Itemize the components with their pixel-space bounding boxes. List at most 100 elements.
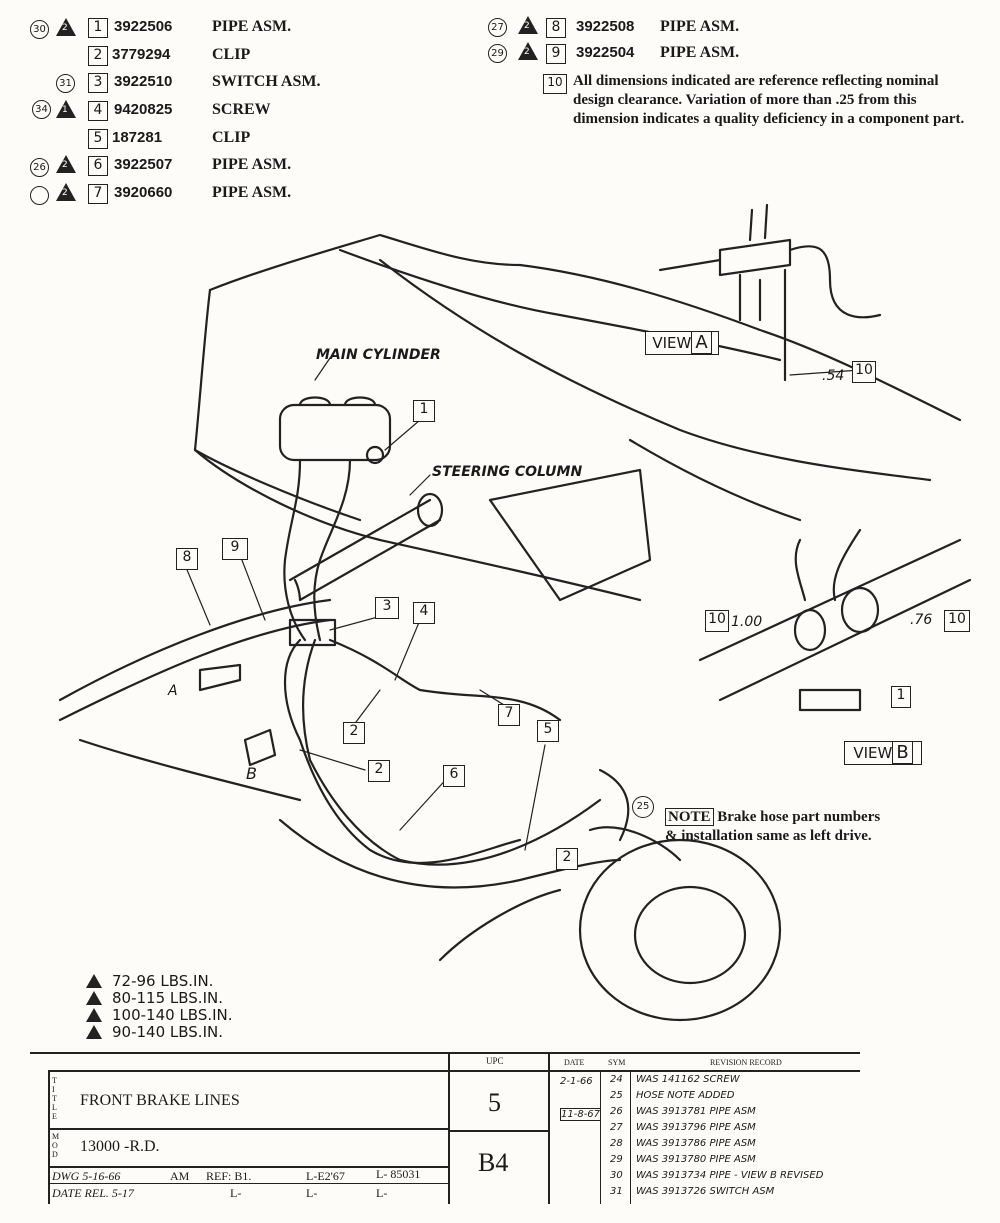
revision-sym: 25 bbox=[610, 1090, 623, 1101]
dash-line bbox=[378, 258, 932, 482]
torque-triangle-icon bbox=[86, 991, 102, 1005]
part-number: 3922506 bbox=[114, 18, 173, 35]
torque-triangle-icon bbox=[86, 1025, 102, 1039]
ref: REF: B1. bbox=[206, 1169, 252, 1183]
wheel bbox=[578, 838, 782, 1022]
bracket-b-label: B bbox=[246, 764, 257, 783]
date-label: DATE bbox=[564, 1058, 585, 1067]
dwg-date: DWG 5-16-66 bbox=[52, 1169, 121, 1183]
part-name: SCREW bbox=[212, 101, 271, 118]
torque-triangle-icon: 1 bbox=[56, 100, 76, 118]
part-name: PIPE ASM. bbox=[660, 18, 740, 35]
ref-circle: 25 bbox=[632, 796, 654, 818]
sym-label: SYM bbox=[608, 1058, 626, 1067]
steering-column bbox=[288, 498, 442, 602]
brake-pipe bbox=[284, 638, 522, 865]
torque-triangle-icon: 2 bbox=[56, 155, 76, 173]
revision-text: WAS 3913734 PIPE - VIEW B REVISED bbox=[636, 1170, 824, 1181]
revision-sym: 31 bbox=[610, 1186, 623, 1197]
item-box: 7 bbox=[88, 184, 108, 204]
dimension-54: .54 bbox=[822, 368, 845, 384]
bracket-b bbox=[243, 728, 277, 767]
hose-note: NOTE Brake hose part numbers & installat… bbox=[665, 808, 880, 846]
bracket-a bbox=[198, 663, 242, 692]
reference-note: All dimensions indicated are reference r… bbox=[573, 73, 965, 127]
brake-pipe bbox=[313, 458, 352, 642]
revision-date: 11-8-67 bbox=[560, 1108, 602, 1121]
item-box: 8 bbox=[546, 18, 566, 38]
callout-box: 1 bbox=[891, 686, 911, 708]
torque-triangle-icon: 2 bbox=[518, 16, 538, 34]
callout-box: 9 bbox=[222, 538, 248, 560]
revision-sym: 26 bbox=[610, 1106, 623, 1117]
torque-triangle-icon bbox=[86, 974, 102, 988]
view-a-detail bbox=[658, 203, 882, 382]
l-number-5: L- bbox=[376, 1186, 388, 1200]
revision-sym: 30 bbox=[610, 1170, 623, 1181]
part-name: SWITCH ASM. bbox=[212, 73, 321, 90]
view-a-letter: A bbox=[691, 331, 712, 354]
hood-outline bbox=[208, 233, 962, 422]
l-number-1: L-E2'67 bbox=[306, 1169, 345, 1183]
revision-sym: 24 bbox=[610, 1074, 623, 1085]
torque-specs: 72-96 LBS.IN. 80-115 LBS.IN. 100-140 LBS… bbox=[86, 973, 233, 1041]
revision-text: WAS 3913726 SWITCH ASM bbox=[636, 1186, 775, 1197]
code-value: B4 bbox=[478, 1148, 509, 1177]
ref-circle: 26 bbox=[30, 158, 49, 177]
part-number: 3922507 bbox=[114, 156, 173, 173]
ref-circle: 31 bbox=[56, 74, 75, 93]
torque-triangle-icon: 2 bbox=[56, 183, 76, 201]
brake-pipe bbox=[283, 458, 307, 642]
item-box: 10 bbox=[543, 74, 567, 94]
main-cylinder bbox=[278, 403, 392, 462]
revision-sym: 28 bbox=[610, 1138, 623, 1149]
note-label: NOTE bbox=[665, 808, 714, 826]
brake-pipe bbox=[301, 638, 602, 866]
item-box: 9 bbox=[546, 44, 566, 64]
torque-spec: 90-140 LBS.IN. bbox=[86, 1024, 233, 1041]
item-box: 6 bbox=[88, 156, 108, 176]
torque-spec: 72-96 LBS.IN. bbox=[86, 973, 233, 990]
callout-box: 10 bbox=[705, 610, 729, 632]
torque-triangle-icon bbox=[86, 1008, 102, 1022]
seat-outline bbox=[488, 468, 652, 602]
view-b-letter: B bbox=[892, 741, 913, 764]
dimension-100: 1.00 bbox=[731, 614, 763, 630]
callout-box: 7 bbox=[498, 704, 520, 726]
ref-circle: 30 bbox=[30, 20, 49, 39]
part-name: CLIP bbox=[212, 129, 251, 146]
callout-box: 10 bbox=[944, 610, 970, 632]
model: 13000 -R.D. bbox=[80, 1138, 160, 1155]
part-name: PIPE ASM. bbox=[212, 18, 292, 35]
torque-spec: 100-140 LBS.IN. bbox=[86, 1007, 233, 1024]
brake-pipe bbox=[328, 638, 562, 722]
upc-value: 5 bbox=[488, 1088, 501, 1117]
l-number-3: L- bbox=[230, 1186, 242, 1200]
callout-box: 2 bbox=[368, 760, 390, 782]
revision-sym: 27 bbox=[610, 1122, 623, 1133]
revision-text: WAS 3913796 PIPE ASM bbox=[636, 1122, 756, 1133]
note-line2: & installation same as left drive. bbox=[665, 828, 872, 844]
revision-text: WAS 3913780 PIPE ASM bbox=[636, 1154, 756, 1165]
part-name: PIPE ASM. bbox=[212, 184, 292, 201]
dimension-76: .76 bbox=[910, 612, 933, 628]
part-number: 9420825 bbox=[114, 101, 173, 118]
callout-box: 5 bbox=[537, 720, 559, 742]
view-b-detail bbox=[698, 528, 972, 702]
part-number: 187281 bbox=[112, 129, 163, 146]
callout-box: 1 bbox=[413, 400, 435, 422]
title-block: TITLE FRONT BRAKE LINES MOD 13000 -R.D. … bbox=[30, 1052, 860, 1204]
part-number: 3922504 bbox=[576, 44, 635, 61]
part-name: CLIP bbox=[212, 46, 251, 63]
date-rel: DATE REL. 5-17 bbox=[52, 1186, 134, 1200]
main-cylinder-label: MAIN CYLINDER bbox=[316, 347, 441, 363]
view-b-text: VIEW bbox=[853, 744, 893, 762]
steering-column-label: STEERING COLUMN bbox=[432, 464, 583, 480]
item-box: 1 bbox=[88, 18, 108, 38]
revision-text: WAS 3913786 PIPE ASM bbox=[636, 1138, 756, 1149]
callout-box: 3 bbox=[375, 597, 399, 619]
revision-text: WAS 3913781 PIPE ASM bbox=[636, 1106, 756, 1117]
torque-triangle-icon: 2 bbox=[56, 18, 76, 36]
item-box: 2 bbox=[88, 46, 108, 66]
